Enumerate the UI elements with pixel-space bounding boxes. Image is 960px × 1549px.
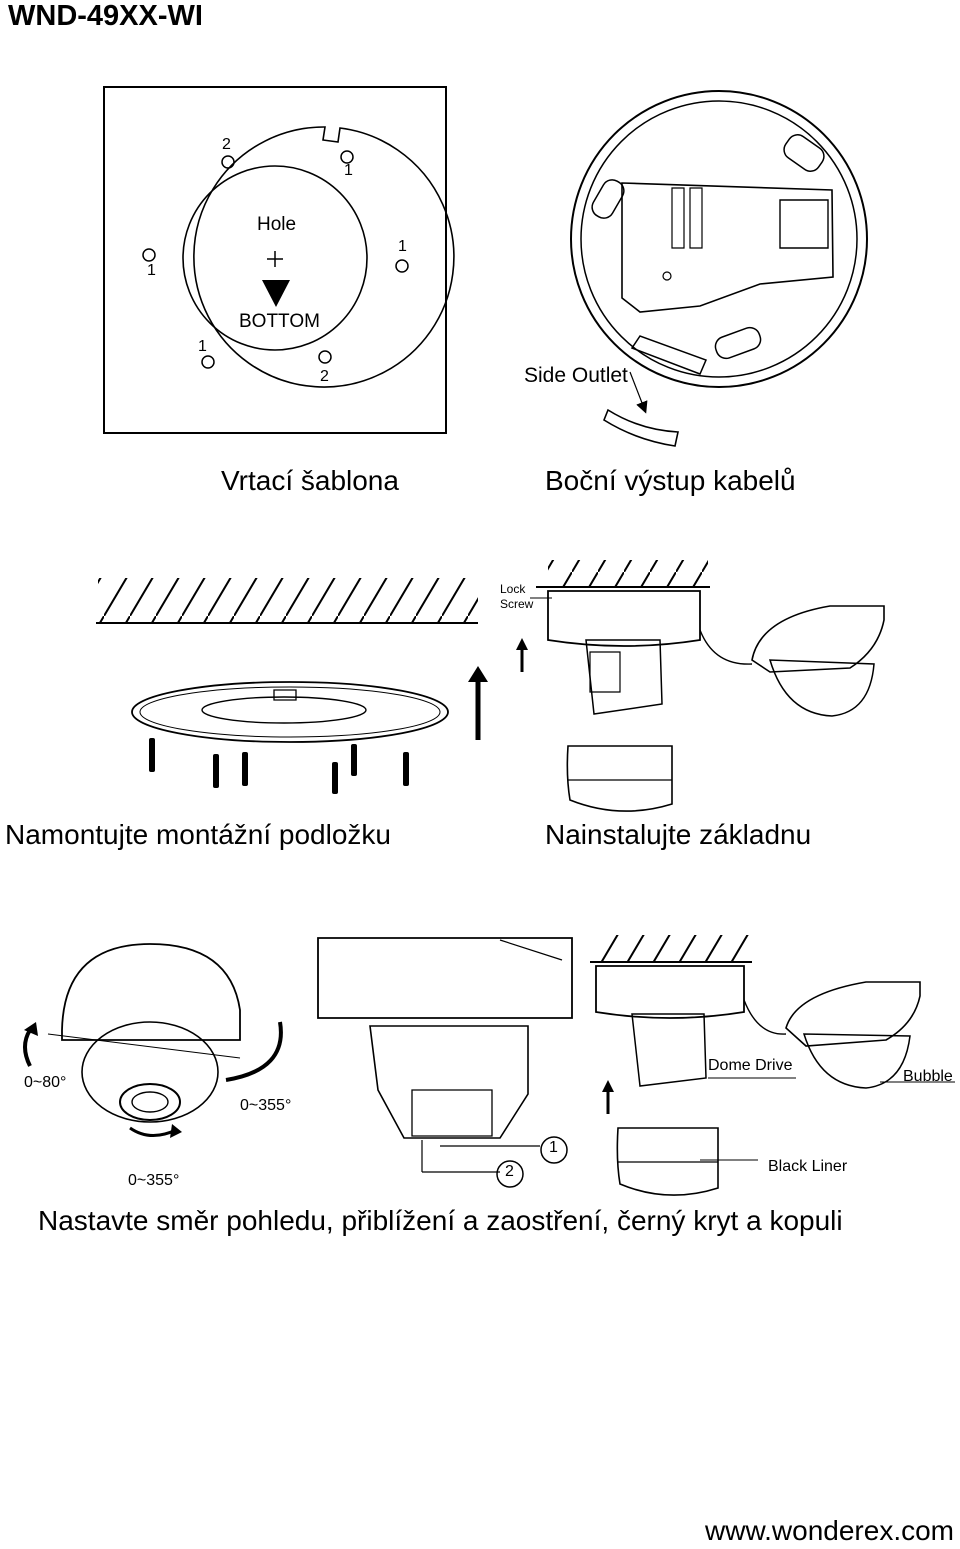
hole-icon	[143, 249, 155, 261]
black-liner-label: Black Liner	[768, 1158, 848, 1175]
lock-label: Lock	[500, 582, 526, 596]
side-outlet-label: Side Outlet	[524, 364, 628, 387]
hole-icon	[222, 156, 234, 168]
adjust-drawing	[24, 935, 955, 1195]
step-1-label: 1	[549, 1139, 558, 1156]
bottom-label: BOTTOM	[239, 311, 320, 332]
hole-icon	[341, 151, 353, 163]
screw-icon	[149, 738, 409, 794]
install-base-caption: Nainstalujte základnu	[545, 819, 812, 850]
mark-2-top: 2	[222, 136, 231, 153]
mark-1-left: 1	[147, 262, 156, 279]
step-2-icon	[497, 1161, 523, 1187]
mark-1-bottom: 1	[198, 338, 207, 355]
drill-template	[104, 87, 454, 433]
rotate-arrow-icon	[130, 1128, 176, 1136]
outlet-cover-icon	[604, 410, 678, 446]
pan-arrow-icon	[226, 1022, 281, 1080]
adjust-caption: Nastavte směr pohledu, přiblížení a zaos…	[38, 1205, 843, 1236]
pan-range-label: 0~355°	[240, 1097, 292, 1114]
mark-1-right: 1	[398, 238, 407, 255]
dome-drive-label: Dome Drive	[708, 1057, 793, 1074]
mount-plate-drawing	[96, 578, 488, 794]
footer-url[interactable]: www.wonderex.com	[705, 1515, 954, 1546]
drill-template-caption: Vrtací šablona	[221, 465, 399, 496]
mount-plate-caption: Namontujte montážní podložku	[5, 819, 391, 850]
rotate-range-label: 0~355°	[128, 1172, 180, 1189]
hole-icon	[396, 260, 408, 272]
bottom-arrow-icon	[262, 280, 290, 307]
model-title: WND-49XX-WI	[8, 0, 203, 32]
hole-label: Hole	[257, 214, 297, 235]
hole-icon	[319, 351, 331, 363]
step-1-icon	[541, 1137, 567, 1163]
tilt-range-label: 0~80°	[24, 1074, 67, 1091]
side-cable-caption: Boční výstup kabelů	[545, 465, 796, 496]
hole-icon	[202, 356, 214, 368]
bubble-label: Bubble	[903, 1068, 953, 1085]
tilt-arrow-icon	[25, 1030, 30, 1066]
mark-1-top: 1	[344, 162, 353, 179]
install-base-drawing	[516, 560, 884, 811]
screw-label: Screw	[500, 597, 534, 611]
mark-2-bottom: 2	[320, 368, 329, 385]
step-2-label: 2	[505, 1163, 514, 1180]
side-outlet-drawing	[571, 91, 867, 446]
